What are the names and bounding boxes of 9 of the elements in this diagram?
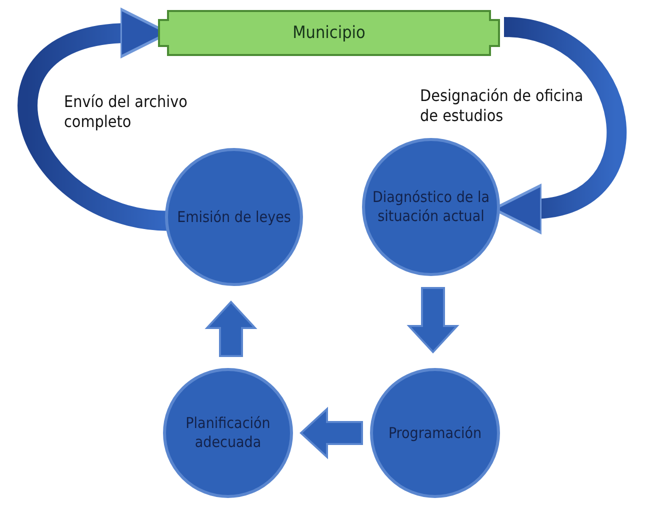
banner-box (158, 10, 500, 56)
node-text: Planificación adecuada (184, 414, 272, 452)
node-text: Programación (388, 424, 482, 442)
node-text: Emisión de leyes (177, 208, 291, 226)
block-arrow (300, 406, 363, 460)
block-arrow (406, 287, 460, 354)
node-text: Diagnóstico de la situación actual (372, 188, 490, 226)
block-arrow (204, 300, 258, 357)
node-text: Municipio (292, 23, 366, 43)
